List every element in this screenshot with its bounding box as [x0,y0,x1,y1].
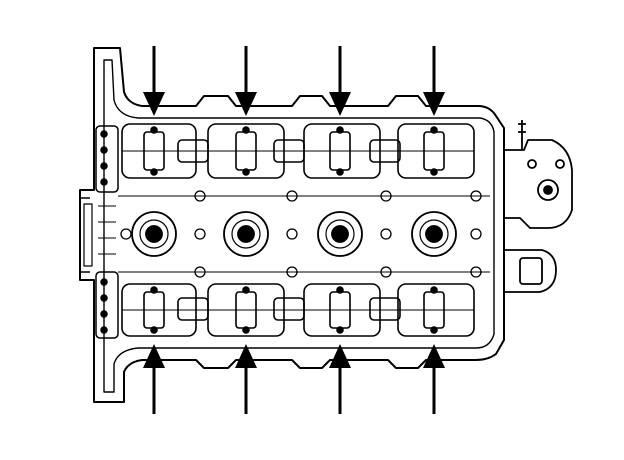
right-side-bracket [504,120,573,293]
top-arrow-1 [143,46,165,116]
bottom-arrow-4 [423,344,445,414]
spark-plug-wells [118,190,490,278]
exhaust-cam-bearing-caps [121,283,475,337]
cylinder-head-casting [79,47,505,403]
top-arrow-2 [235,46,257,116]
bottom-arrow-1 [143,344,165,414]
bottom-arrow-3 [329,344,351,414]
timing-end-hardware [95,125,119,339]
top-arrow-3 [329,46,351,116]
intake-cam-bearing-caps [121,123,475,179]
bottom-arrow-2 [235,344,257,414]
callout-arrows [143,46,445,414]
top-arrow-4 [423,46,445,116]
